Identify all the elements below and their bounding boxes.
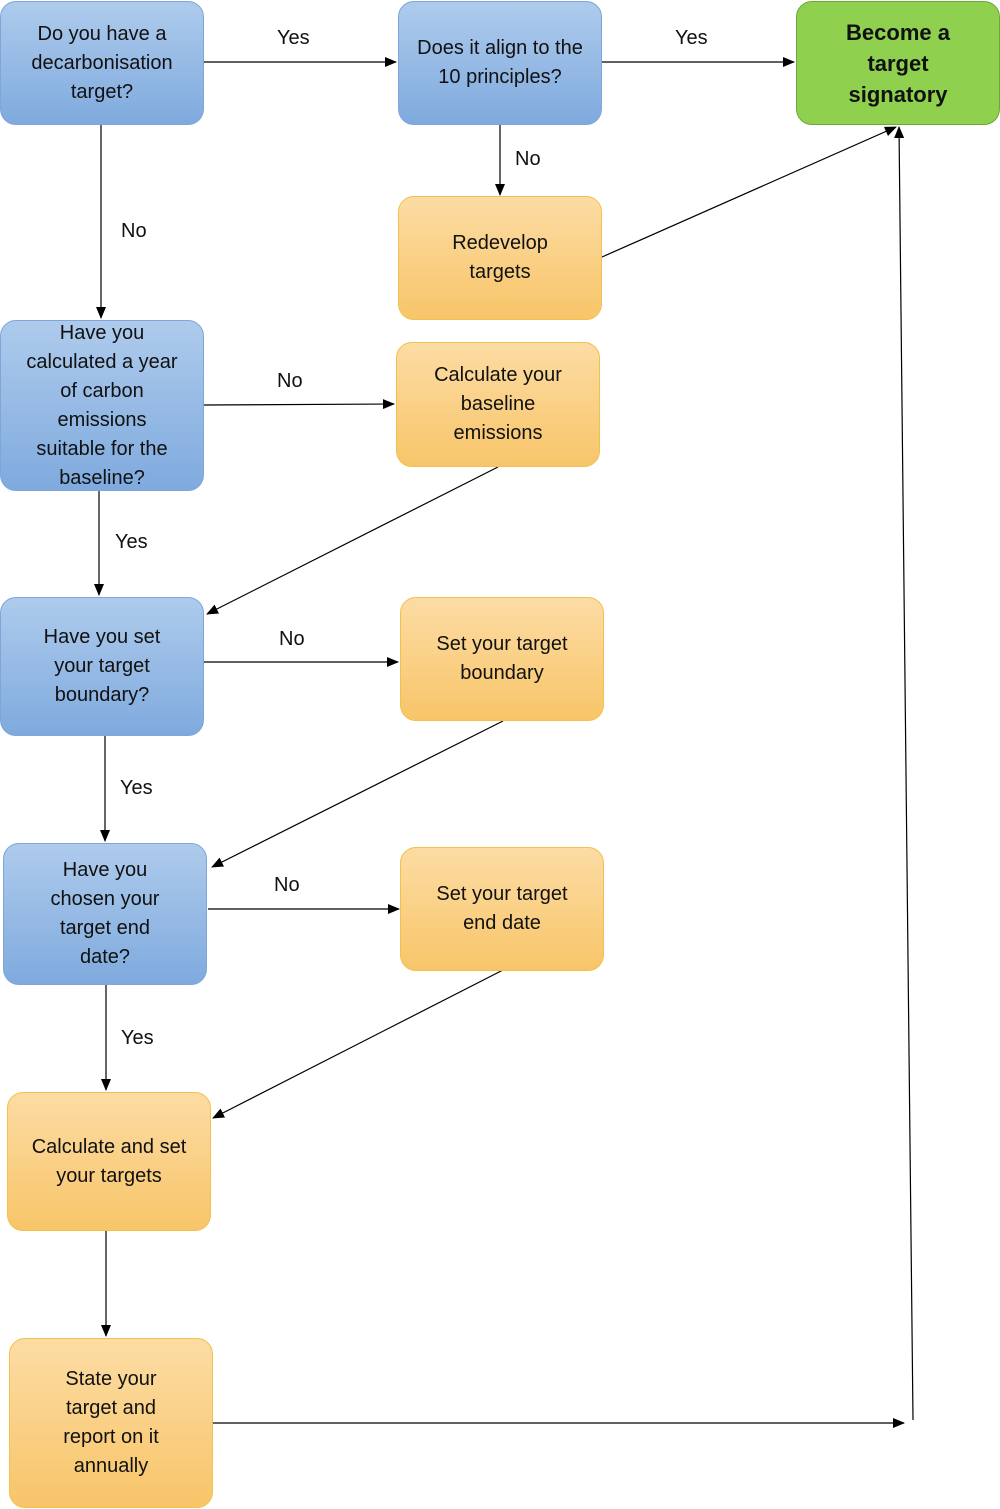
question-target-end-date-text: Have you chosen your target end date? bbox=[50, 859, 160, 968]
action-set-boundary: Set your target boundary bbox=[400, 597, 604, 721]
arrow-calc-baseline bbox=[206, 466, 499, 615]
action-calculate-baseline-text: Calculate your baseline emissions bbox=[434, 364, 562, 444]
question-target-boundary-text: Have you set your target boundary? bbox=[43, 626, 161, 706]
action-calculate-baseline: Calculate your baseline emissions bbox=[396, 342, 600, 467]
action-redevelop-targets-text: Redevelop targets bbox=[452, 232, 548, 283]
action-calculate-set-targets-text: Calculate and set your targets bbox=[31, 1135, 187, 1187]
question-align-principles: Does it align to the 10 principles? bbox=[398, 1, 602, 125]
action-calculate-set-targets: Calculate and set your targets bbox=[7, 1092, 211, 1231]
action-set-end-date-text: Set your target end date bbox=[436, 883, 568, 934]
action-state-report: State your target and report on it annua… bbox=[9, 1338, 213, 1508]
goal-become-signatory-text: Become a target signatory bbox=[846, 19, 950, 107]
question-align-principles-text: Does it align to the 10 principles? bbox=[417, 37, 583, 88]
question-decarbonisation-target-text: Do you have a decarbonisation target? bbox=[31, 22, 173, 103]
edge-label-yes: Yes bbox=[121, 1027, 154, 1049]
action-set-boundary-text: Set your target boundary bbox=[436, 633, 568, 684]
edge-label-yes: Yes bbox=[120, 777, 153, 799]
arrow-up-signatory bbox=[894, 126, 914, 1421]
action-redevelop-targets: Redevelop targets bbox=[398, 196, 602, 320]
goal-become-signatory: Become a target signatory bbox=[796, 1, 1000, 125]
question-baseline-calculated: Have you calculated a year of carbon emi… bbox=[0, 320, 204, 491]
edge-label-yes: Yes bbox=[115, 531, 148, 553]
action-set-end-date: Set your target end date bbox=[400, 847, 604, 971]
edge-label-yes: Yes bbox=[675, 27, 708, 49]
edge-label-no: No bbox=[274, 874, 300, 896]
arrow-baseline-no bbox=[203, 399, 395, 410]
edge-label-yes: Yes bbox=[277, 27, 310, 49]
action-state-report-text: State your target and report on it annua… bbox=[63, 1368, 159, 1477]
question-decarbonisation-target: Do you have a decarbonisation target? bbox=[0, 1, 204, 125]
question-target-boundary: Have you set your target boundary? bbox=[0, 597, 204, 736]
question-target-end-date: Have you chosen your target end date? bbox=[3, 843, 207, 985]
edge-label-no: No bbox=[277, 370, 303, 392]
edge-label-no: No bbox=[279, 628, 305, 650]
arrow-set-enddate bbox=[212, 969, 504, 1119]
arrow-redevelop-signatory bbox=[601, 126, 897, 258]
edge-label-no: No bbox=[121, 220, 147, 242]
question-baseline-calculated-text: Have you calculated a year of carbon emi… bbox=[26, 321, 178, 489]
edge-label-no: No bbox=[515, 148, 541, 170]
arrow-set-boundary bbox=[211, 720, 504, 868]
